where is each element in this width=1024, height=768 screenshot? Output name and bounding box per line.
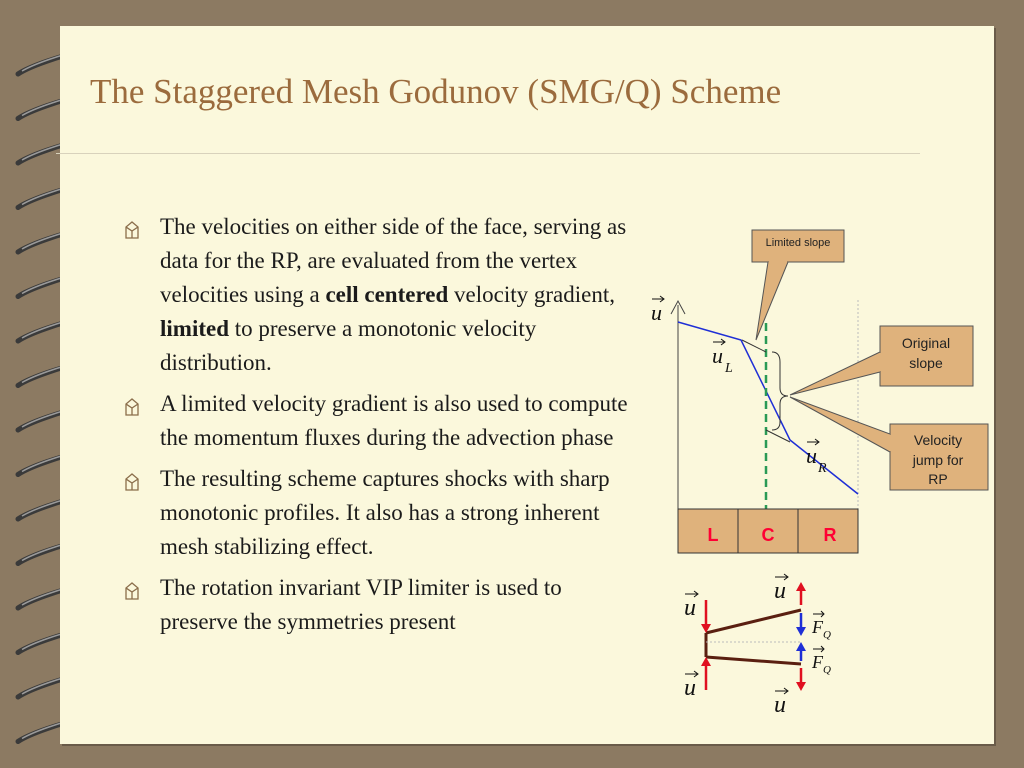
bullet-text: The velocities on either side of the fac… bbox=[160, 214, 626, 375]
bullet-item: The resulting scheme captures shocks wit… bbox=[120, 462, 640, 564]
bullet-fragment: The velocities on either side of the fac… bbox=[160, 214, 627, 307]
title-divider bbox=[56, 153, 920, 154]
bullet-text: The rotation invariant VIP limiter is us… bbox=[160, 575, 562, 634]
bullet-item: A limited velocity gradient is also used… bbox=[120, 387, 640, 455]
bullet-item: The rotation invariant VIP limiter is us… bbox=[120, 571, 640, 639]
bullet-emphasis: limited bbox=[160, 316, 229, 341]
bullet-icon bbox=[125, 582, 139, 600]
bullet-fragment: The rotation invariant VIP limiter is us… bbox=[160, 575, 562, 634]
bullet-fragment: to preserve a monotonic velocity distrib… bbox=[160, 316, 537, 375]
bullet-fragment: The resulting scheme captures shocks wit… bbox=[160, 466, 610, 559]
bullet-item: The velocities on either side of the fac… bbox=[120, 210, 640, 380]
bullet-text: The resulting scheme captures shocks wit… bbox=[160, 466, 610, 559]
bullet-fragment: A limited velocity gradient is also used… bbox=[160, 391, 628, 450]
bullet-emphasis: cell centered bbox=[325, 282, 449, 307]
bullet-text: A limited velocity gradient is also used… bbox=[160, 391, 628, 450]
slide-title: The Staggered Mesh Godunov (SMG/Q) Schem… bbox=[90, 72, 782, 111]
bullet-list: The velocities on either side of the fac… bbox=[120, 210, 640, 646]
bullet-fragment: velocity gradient, bbox=[448, 282, 615, 307]
bullet-icon bbox=[125, 473, 139, 491]
bullet-icon bbox=[125, 398, 139, 416]
bullet-icon bbox=[125, 221, 139, 239]
